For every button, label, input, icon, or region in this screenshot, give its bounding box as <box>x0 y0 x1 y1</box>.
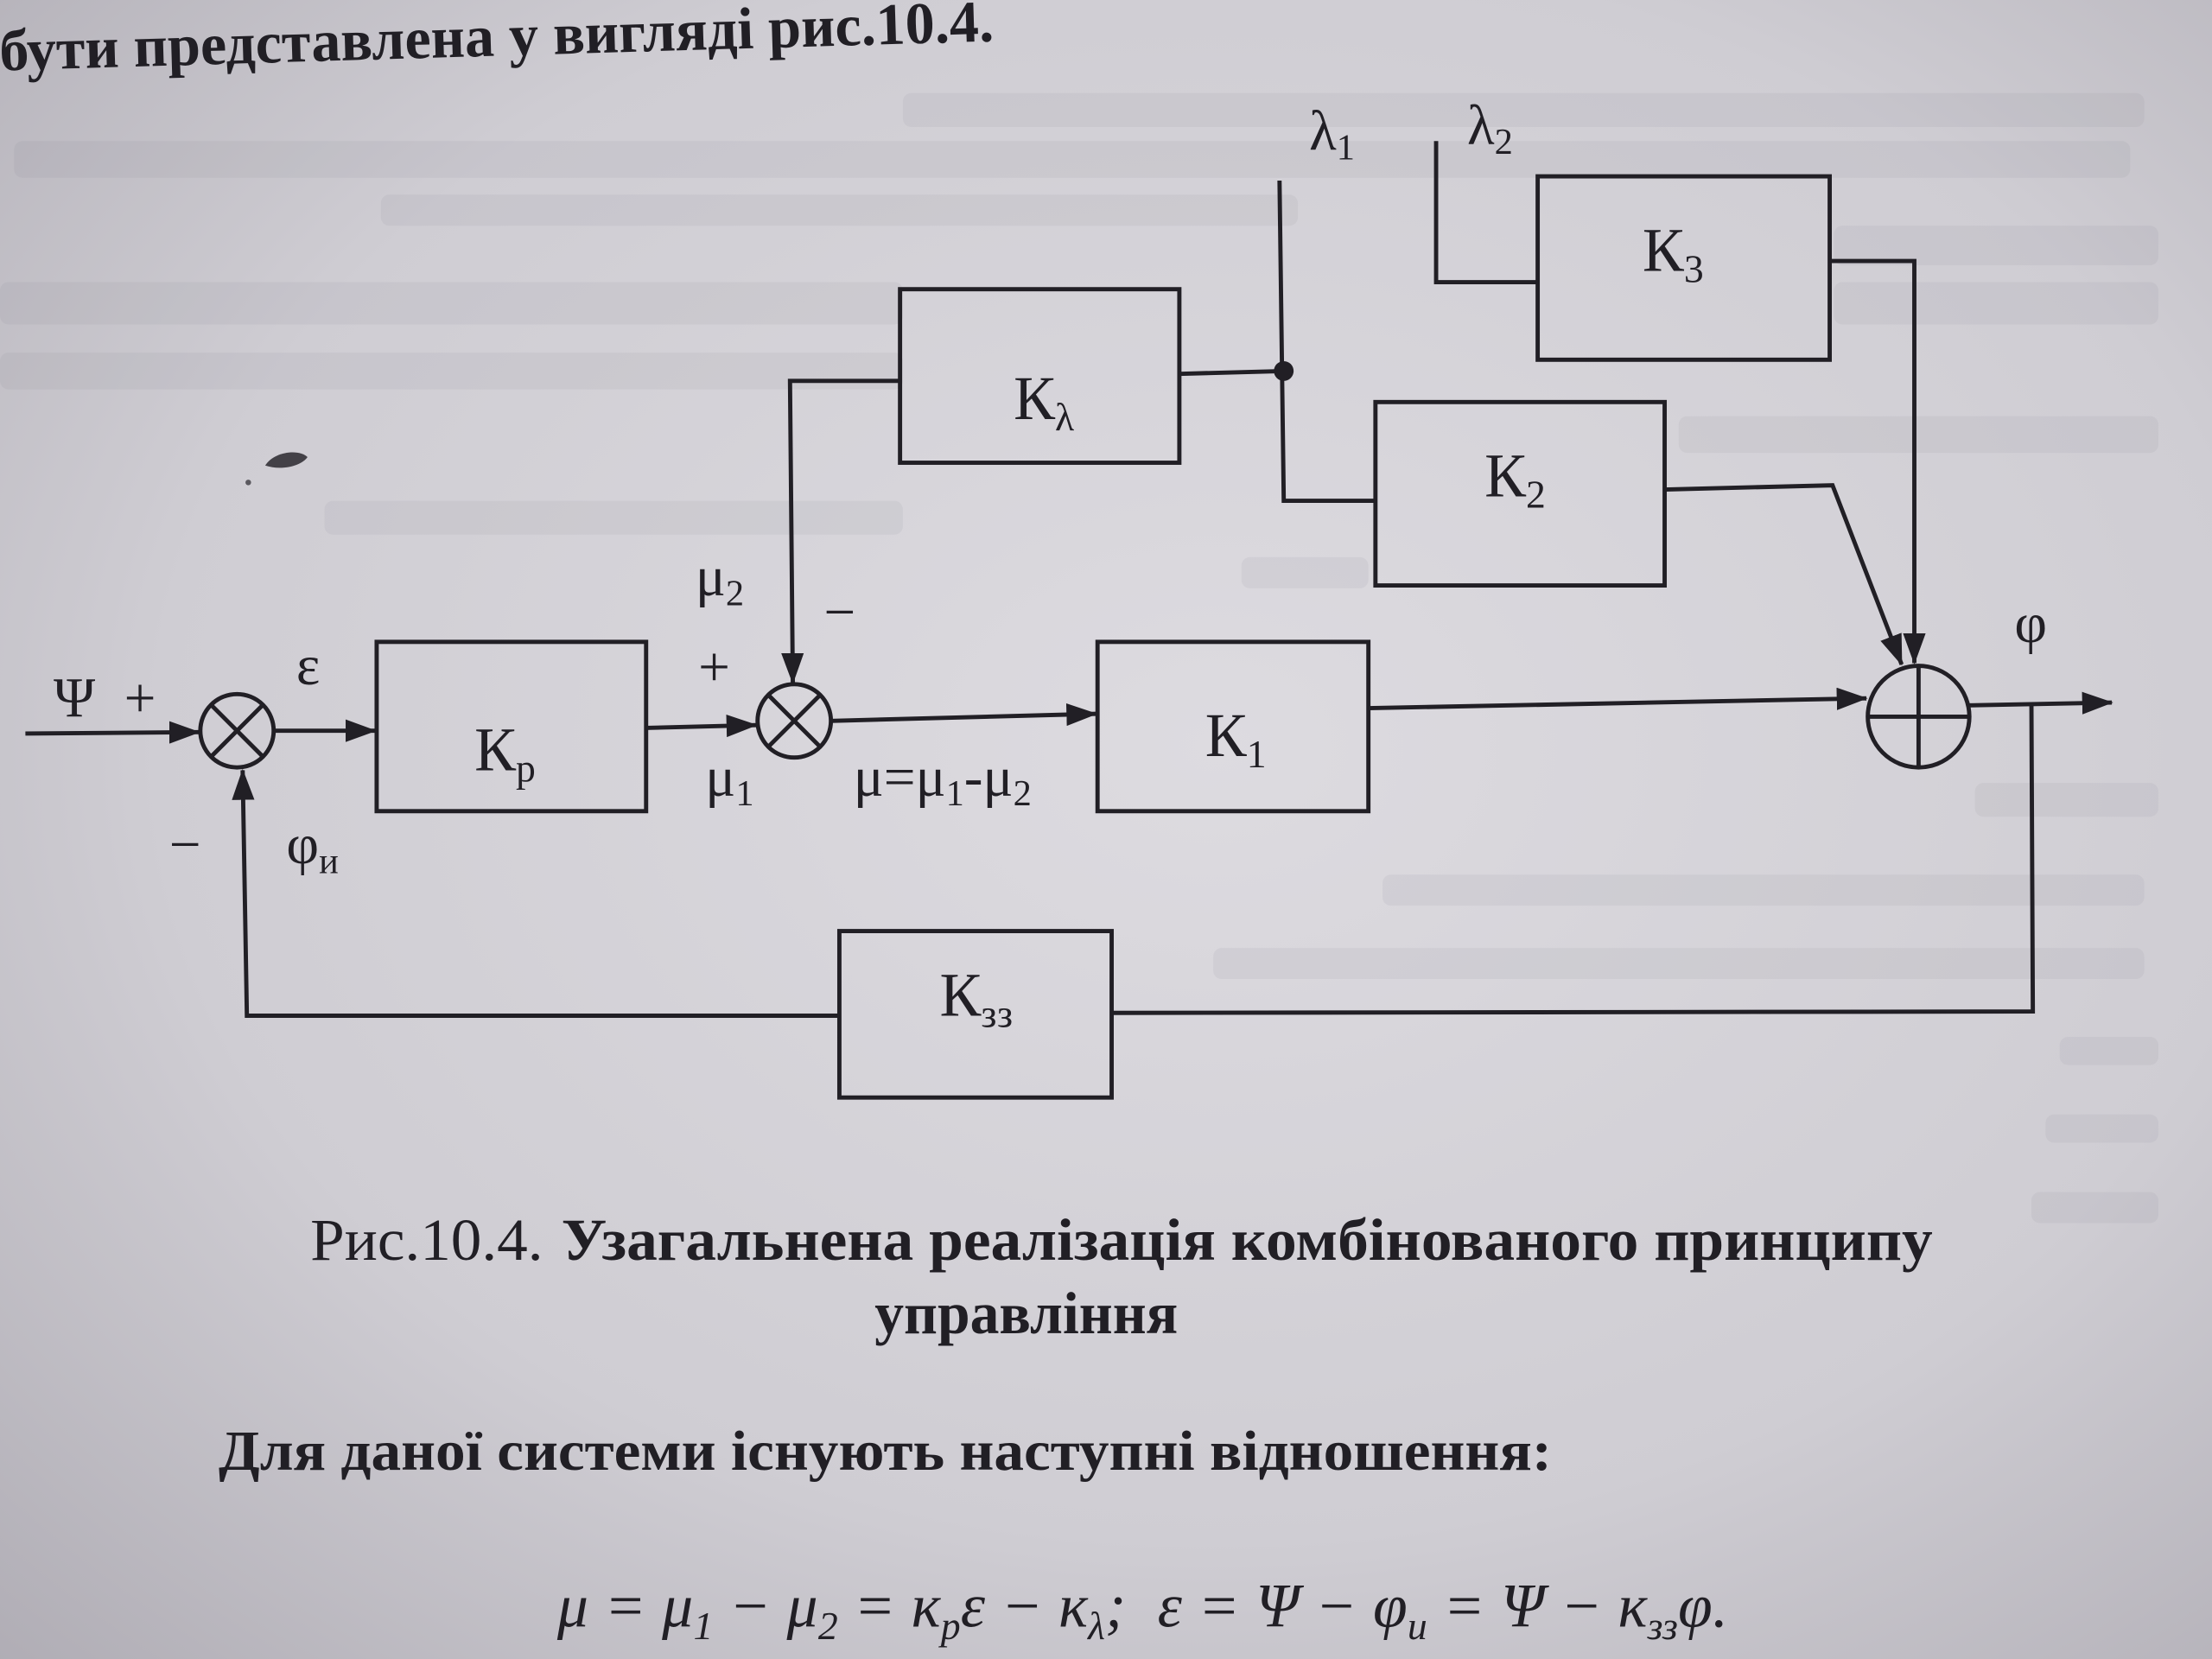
caption-title-line1: Узагальнена реалізація комбінованого при… <box>562 1207 1933 1273</box>
feedback-sign: − <box>169 814 201 876</box>
signal-line-k3-to-adder <box>1829 258 1926 664</box>
block-diagram: Ψ + ε Кр + μ1 μ2 − Кλ <box>25 95 2113 1100</box>
ink-smudge <box>245 452 308 486</box>
phi-i-label-sub: и <box>319 842 339 882</box>
block-k-1-label-sub: 1 <box>1247 732 1267 776</box>
block-k-1-label-base: К <box>1205 701 1248 770</box>
lambda1-label: λ1 <box>1309 100 1355 168</box>
formula-part: = к <box>838 1571 942 1640</box>
block-k-lambda-label-base: К <box>1014 364 1056 433</box>
body-paragraph: Для даної системи існують наступні відно… <box>219 1421 1552 1483</box>
lambda2-label: λ2 <box>1467 95 1513 162</box>
signal-line-lambda1-to-k-lambda <box>1179 368 1284 377</box>
signal-line-output-phi <box>1969 691 2113 715</box>
mu2-sign: − <box>823 582 855 644</box>
phi-i-label-base: φ <box>286 814 319 876</box>
signal-line-k1-to-adder <box>1368 687 1868 711</box>
formula-subscript: р <box>938 1604 961 1648</box>
block-k-lambda-label-sub: λ <box>1055 395 1074 439</box>
block-k-lambda <box>898 287 1182 465</box>
formula-subscript: 2 <box>818 1604 838 1648</box>
mu1-label: μ1 <box>705 747 753 814</box>
block-k-2-label-sub: 2 <box>1526 473 1546 517</box>
block-k-2-label: К2 <box>1484 442 1546 517</box>
formula-subscript: 1 <box>693 1604 713 1648</box>
block-k-3-label-sub: 3 <box>1684 247 1704 291</box>
caption-number: Рис.10.4. <box>310 1207 543 1273</box>
block-k-1 <box>1095 639 1371 814</box>
signal-line-mu2 <box>781 378 900 684</box>
mu-relation-part: μ=μ <box>854 747 946 809</box>
block-k-zz-label: Кзз <box>939 961 1013 1036</box>
phi-i-label: φи <box>286 814 338 881</box>
signal-line-feedback-to-kzz <box>1111 705 2036 1015</box>
formula-subscript: и <box>1408 1604 1427 1648</box>
lambda2-label-base: λ <box>1467 95 1495 157</box>
mu1-label-sub: 1 <box>735 773 753 814</box>
mu1-label-base: μ <box>705 747 735 809</box>
output-phi-label: φ <box>2014 593 2047 655</box>
signal-line-lambda1 <box>1277 180 1376 504</box>
output-adder-plus-icon <box>1866 664 1972 770</box>
relation-formula: μ = μ1 − μ2 = крε − кλ; ε = Ψ − φи = Ψ −… <box>556 1571 1728 1648</box>
formula-subscript: зз <box>1647 1604 1678 1648</box>
mu-relation-part: -μ <box>964 747 1014 809</box>
input-psi-sign: + <box>124 667 156 729</box>
mu-relation-part: 2 <box>1014 773 1032 814</box>
formula-part: − μ <box>714 1571 818 1640</box>
mu2-label: μ2 <box>696 546 744 613</box>
mu1-sign: + <box>698 636 730 698</box>
formula-part: φ. <box>1678 1571 1728 1640</box>
block-k-p-label-base: К <box>474 715 517 784</box>
block-k-p-label-sub: р <box>516 746 536 790</box>
block-k-zz-label-sub: зз <box>981 992 1013 1036</box>
lambda1-label-sub: 1 <box>1337 127 1355 168</box>
inner-comparator-cross-icon <box>755 682 834 760</box>
signal-line-mu1 <box>645 715 758 738</box>
block-k-3 <box>1535 174 1832 362</box>
signal-line-phi-i <box>232 768 840 1018</box>
formula-part: μ = μ <box>556 1571 693 1640</box>
lambda2-label-sub: 2 <box>1495 122 1513 162</box>
block-k-p-label: Кр <box>474 715 536 790</box>
block-k-lambda-label: Кλ <box>1014 364 1074 439</box>
block-k-2 <box>1373 399 1667 588</box>
signal-line-psi-input <box>25 721 200 744</box>
input-psi-label: Ψ <box>54 667 96 729</box>
block-k-1-label: К1 <box>1205 701 1267 776</box>
epsilon-label: ε <box>296 635 320 697</box>
block-k-2-label-base: К <box>1484 442 1527 511</box>
formula-subscript: λ <box>1086 1604 1105 1648</box>
signal-line-lambda2 <box>1433 141 1538 284</box>
mu2-label-base: μ <box>696 546 726 608</box>
figure-caption: Рис.10.4. Узагальнена реалізація комбіно… <box>310 1207 1933 1346</box>
block-k-zz-label-base: К <box>939 961 982 1030</box>
mu2-label-sub: 2 <box>726 573 744 613</box>
signal-line-k2-to-adder <box>1664 483 1904 666</box>
branch-point-dot-icon <box>1274 360 1294 381</box>
formula-part: = Ψ − к <box>1427 1571 1649 1640</box>
block-k-3-label: К3 <box>1643 215 1704 290</box>
formula-part: ε − к <box>961 1571 1090 1640</box>
signal-line-mu <box>830 702 1098 727</box>
formula-part: ; ε = Ψ − φ <box>1105 1571 1408 1640</box>
caption-title-line2: управління <box>874 1281 1178 1346</box>
lambda1-label-base: λ <box>1309 100 1337 162</box>
input-comparator-cross-icon <box>198 691 276 770</box>
mu-relation-part: 1 <box>946 773 964 814</box>
mu-relation-label: μ=μ1-μ2 <box>854 747 1032 814</box>
block-k-3-label-base: К <box>1643 215 1685 284</box>
